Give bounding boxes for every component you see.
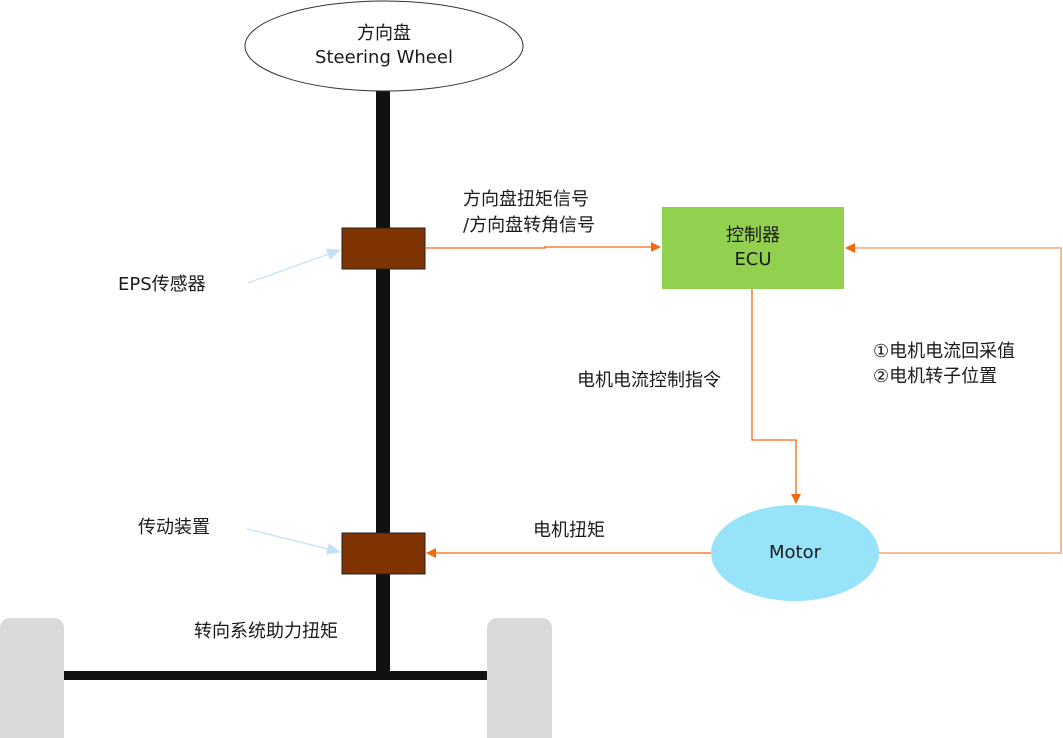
signal-label-line2: /方向盘转角信号	[463, 215, 596, 236]
transmission-label: 传动装置	[138, 517, 210, 538]
right-wheel	[487, 618, 552, 738]
steering-wheel-cn: 方向盘	[357, 23, 411, 44]
motor-label: Motor	[711, 530, 879, 576]
motor-node	[711, 505, 879, 601]
transmission-pointer	[246, 528, 341, 555]
steering-wheel-node	[244, 0, 524, 92]
assist-torque-label: 转向系统助力扭矩	[194, 621, 338, 642]
steering-wheel-label: 方向盘 Steering Wheel	[245, 10, 523, 82]
ecu-label: 控制器 ECU	[662, 210, 844, 286]
feedback-label-line2: ②电机转子位置	[873, 366, 998, 387]
signal-arrow	[425, 242, 661, 252]
current-command-label: 电机电流控制指令	[577, 370, 721, 391]
feedback-label-line1: ①电机电流回采值	[873, 341, 1016, 362]
ecu-en: ECU	[734, 249, 772, 270]
ecu-cn: 控制器	[726, 225, 780, 246]
steering-shaft	[376, 90, 390, 678]
current-command-arrow	[751, 289, 801, 504]
eps-sensor-pointer	[247, 248, 341, 284]
eps-sensor-label: EPS传感器	[118, 274, 206, 295]
motor-torque-label: 电机扭矩	[533, 520, 605, 541]
ecu-node	[662, 207, 844, 289]
transmission-block	[341, 532, 426, 575]
motor-text: Motor	[768, 542, 821, 563]
eps-sensor-block	[341, 227, 426, 270]
axle	[62, 671, 490, 680]
signal-label-line1: 方向盘扭矩信号	[463, 189, 589, 210]
left-wheel	[0, 618, 64, 738]
steering-wheel-en: Steering Wheel	[315, 47, 453, 68]
feedback-arrow	[845, 243, 1062, 554]
